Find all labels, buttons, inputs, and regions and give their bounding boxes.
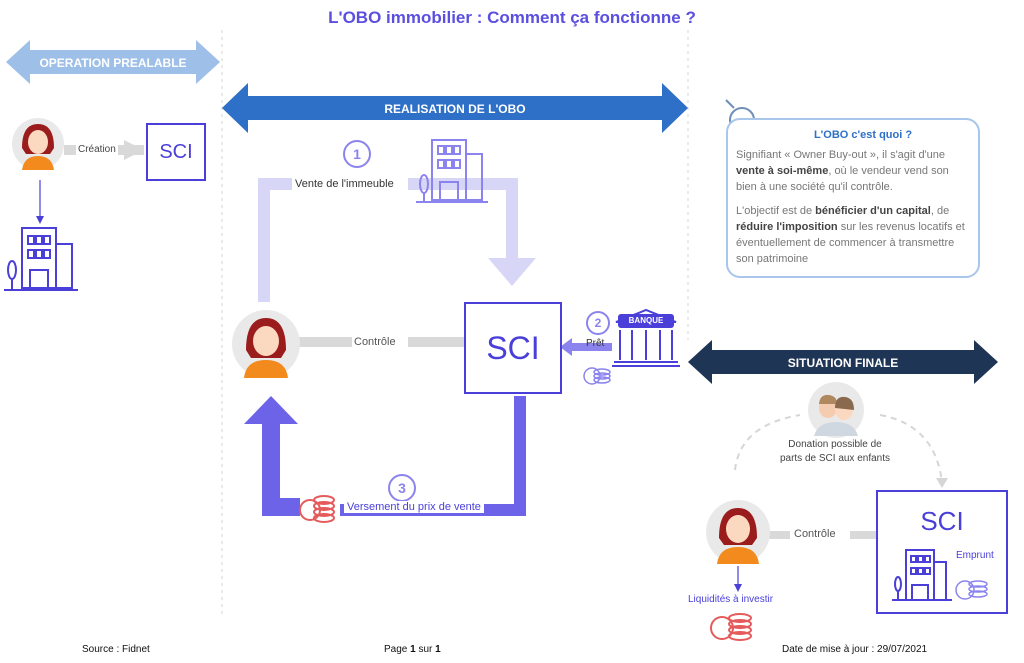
section-realisation-label: REALISATION DE L'OBO xyxy=(384,102,526,116)
info-title: L'OBO c'est quoi ? xyxy=(813,129,913,141)
loop-up-arrowhead xyxy=(244,396,298,424)
loop-top-right xyxy=(408,178,518,190)
loop-right-down xyxy=(506,178,518,260)
control-label-finale: Contrôle xyxy=(794,528,836,540)
coins-icon-center xyxy=(583,367,611,385)
finale-down-arrowhead xyxy=(734,584,742,592)
donation-arc-right xyxy=(879,414,943,483)
donation-arc-left xyxy=(734,414,801,471)
avatar-finale xyxy=(706,500,770,564)
finale-control-right xyxy=(850,531,876,539)
info-paragraph-2: L'objectif est de bénéficier d'un capita… xyxy=(736,205,965,265)
avatar-children xyxy=(808,382,864,438)
liquidites-label: Liquidités à investir xyxy=(688,594,774,605)
avatar-center xyxy=(232,310,300,378)
footer-date: Date de mise à jour : 29/07/2021 xyxy=(782,644,928,655)
coins-icon-red-finale xyxy=(710,613,752,641)
building-icon-left xyxy=(4,227,78,291)
creation-label: Création xyxy=(76,144,118,155)
sci-box-left: SCI xyxy=(146,123,206,181)
sci-box-finale: SCI Emprunt xyxy=(876,490,1008,614)
donation-label: Donation possible de parts de SCI aux en… xyxy=(779,439,891,464)
donation-arrowhead xyxy=(936,478,948,488)
loop-down-arrowhead xyxy=(488,258,536,286)
step1-label: Vente de l'immeuble xyxy=(292,178,397,190)
finale-arrow xyxy=(688,340,998,384)
sci-box-center: SCI xyxy=(464,302,562,394)
coins-icon-finale xyxy=(955,580,988,600)
bank-label: BANQUE xyxy=(628,316,664,325)
section-prealable-label: OPERATION PREALABLE xyxy=(39,56,187,70)
avatar-left xyxy=(12,118,64,170)
step2-number: 2 xyxy=(586,311,610,335)
page-title: L'OBO immobilier : Comment ça fonctionne… xyxy=(328,8,696,27)
control-label-center: Contrôle xyxy=(354,336,396,348)
creation-arrowhead xyxy=(124,140,144,160)
control-connector-right xyxy=(408,337,464,347)
left-down-arrowhead xyxy=(36,216,44,224)
loop-left-up-strong xyxy=(262,420,280,516)
step3-label: Versement du prix de vente xyxy=(344,501,484,513)
coins-icon-red-center xyxy=(299,495,335,523)
loan-arrowhead xyxy=(560,338,572,356)
realisation-arrow xyxy=(222,83,688,133)
loop-corner xyxy=(262,498,300,516)
step3-number: 3 xyxy=(388,474,416,502)
loop-left-up xyxy=(258,178,270,302)
step2-label: Prêt xyxy=(586,338,605,349)
bank-banner xyxy=(618,314,674,328)
control-connector-left xyxy=(298,337,352,347)
footer-page: Page 1 sur 1 xyxy=(384,644,441,655)
info-box: L'OBO c'est quoi ? Signifiant « Owner Bu… xyxy=(726,118,980,278)
footer-source: Source : Fidnet xyxy=(82,644,150,655)
section-finale-label: SITUATION FINALE xyxy=(787,356,899,370)
info-paragraph-1: Signifiant « Owner Buy-out », il s'agit … xyxy=(736,149,949,193)
building-icon-center xyxy=(416,139,488,203)
finale-control-left xyxy=(760,531,790,539)
sci-finale-label: SCI xyxy=(920,506,964,536)
step1-number: 1 xyxy=(343,140,371,168)
loop-bottom-right xyxy=(514,396,526,516)
prealable-arrow xyxy=(6,40,220,84)
loan-connector xyxy=(572,343,612,351)
emprunt-label: Emprunt xyxy=(956,550,994,561)
building-icon-finale xyxy=(892,549,952,601)
